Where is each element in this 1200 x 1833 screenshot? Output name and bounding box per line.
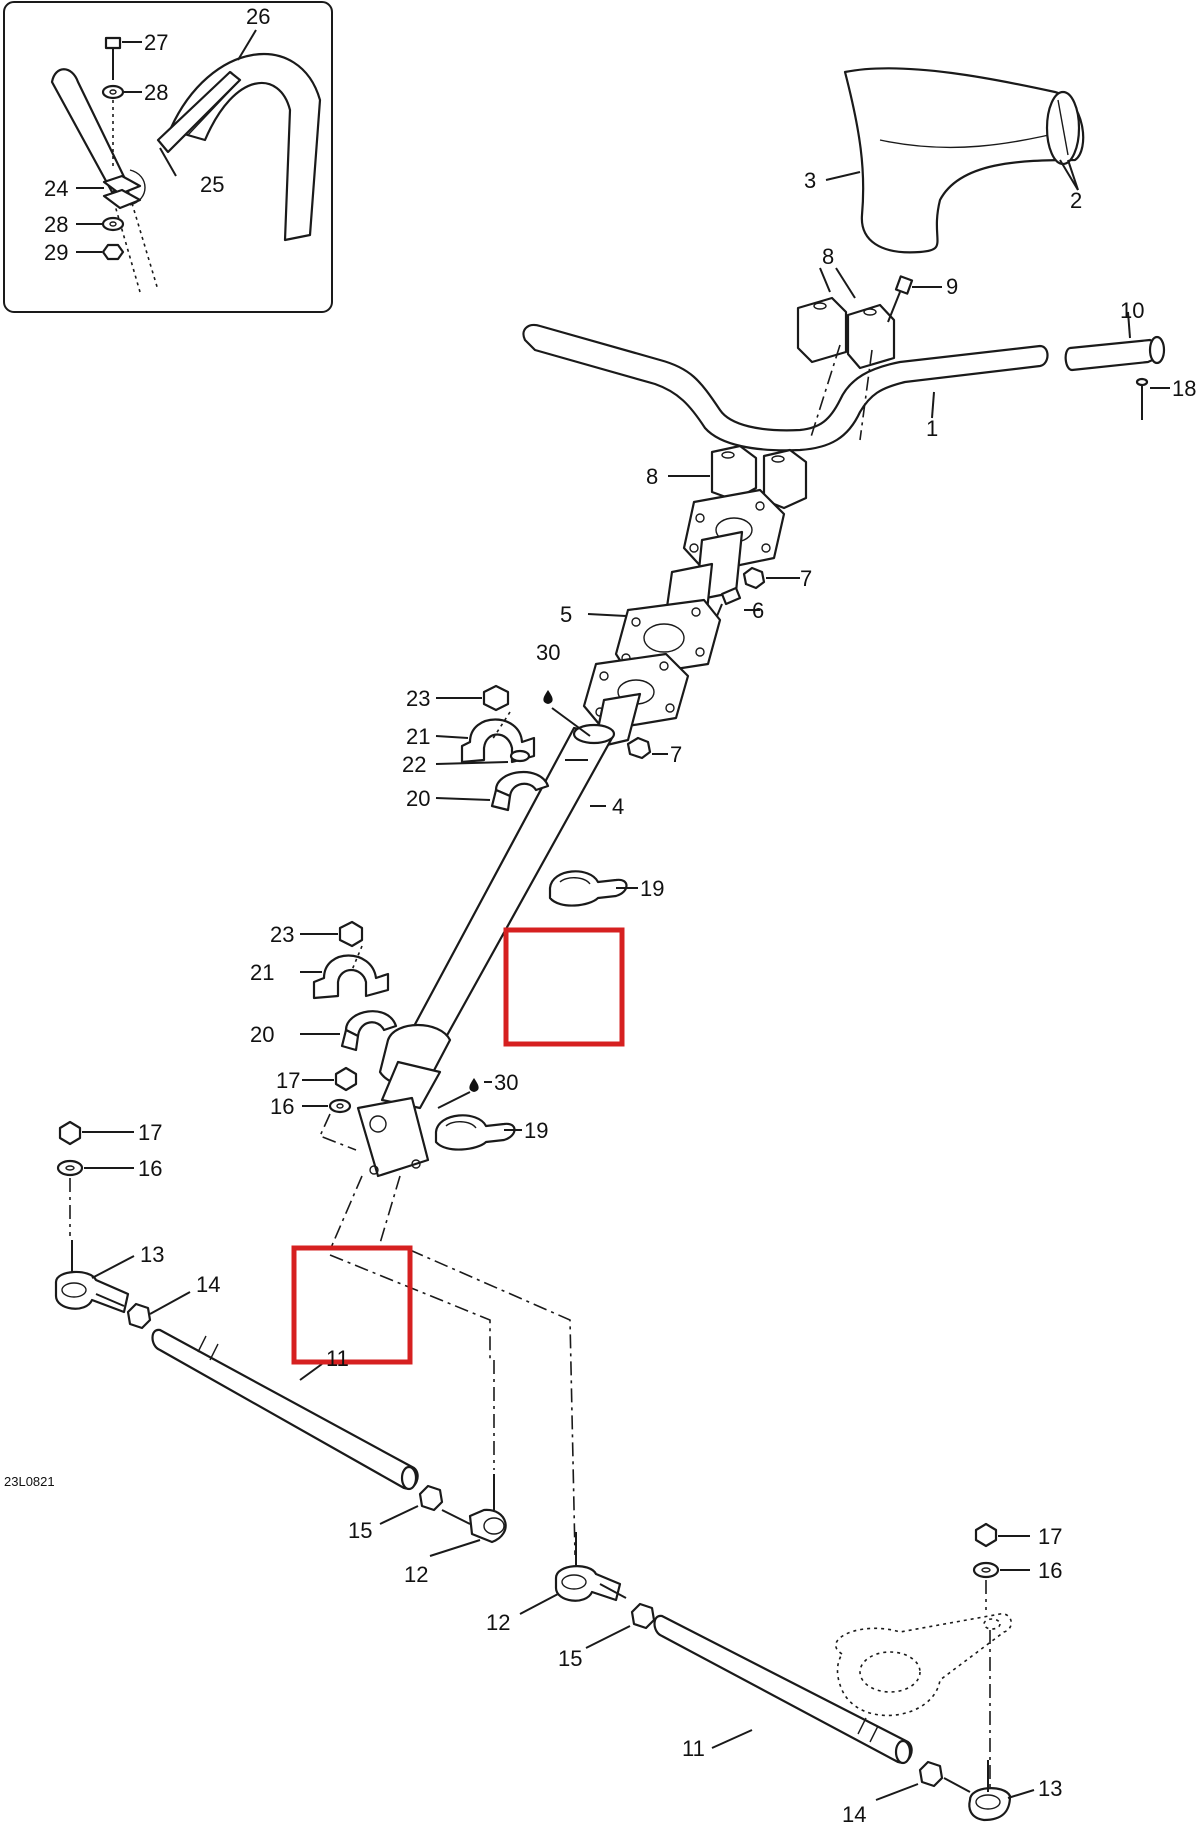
tie-rod-left — [54, 1120, 507, 1557]
callout-16: 16 — [1038, 1558, 1062, 1583]
steering-column — [329, 488, 800, 1556]
callout-26: 26 — [246, 4, 270, 29]
callout-16: 16 — [138, 1156, 162, 1181]
bushing-set-upper — [435, 684, 638, 907]
callout-19: 19 — [640, 876, 664, 901]
callout-8: 8 — [646, 464, 658, 489]
callout-9: 9 — [946, 274, 958, 299]
callout-25: 25 — [200, 172, 224, 197]
callout-30: 30 — [494, 1070, 518, 1095]
callout-16: 16 — [270, 1094, 294, 1119]
callout-17: 17 — [138, 1120, 162, 1145]
callout-21: 21 — [250, 960, 274, 985]
diagram-code: 23L0821 — [4, 1474, 55, 1489]
hand-grip — [1064, 338, 1165, 372]
bushing-set-lower — [300, 920, 522, 1151]
upper-clamp — [796, 267, 896, 370]
callout-14: 14 — [196, 1272, 220, 1297]
callout-18: 18 — [1172, 376, 1196, 401]
callout-3: 3 — [804, 168, 816, 193]
callout-12: 12 — [404, 1562, 428, 1587]
inset-detail — [3, 1, 333, 313]
callout-12: 12 — [486, 1610, 510, 1635]
callout-10: 10 — [1120, 298, 1144, 323]
callout-24: 24 — [44, 176, 68, 201]
handlebar-pad — [843, 67, 1085, 254]
callout-13: 13 — [1038, 1776, 1062, 1801]
callout-6: 6 — [752, 598, 764, 623]
callout-2: 2 — [1070, 188, 1082, 213]
callout-23: 23 — [406, 686, 430, 711]
callout-17: 17 — [1038, 1524, 1062, 1549]
clamp-bolt — [887, 275, 942, 323]
callout-labels: 27 28 24 28 29 25 26 3 2 8 9 10 18 1 8 7… — [4, 4, 1196, 1827]
callout-13: 13 — [140, 1242, 164, 1267]
foam-pad — [156, 70, 242, 154]
callout-4: 4 — [612, 794, 624, 819]
tie-rod-right — [519, 1522, 1035, 1822]
callout-7: 7 — [800, 566, 812, 591]
callout-21: 21 — [406, 724, 430, 749]
handlebar — [522, 323, 1049, 452]
callout-28: 28 — [44, 212, 68, 237]
lower-clamp — [668, 444, 808, 510]
callout-20: 20 — [406, 786, 430, 811]
clamp — [102, 174, 142, 196]
callout-22: 22 — [402, 752, 426, 777]
callout-28: 28 — [144, 80, 168, 105]
nut — [101, 243, 125, 261]
callout-27: 27 — [144, 30, 168, 55]
rivet — [1135, 377, 1170, 420]
callout-15: 15 — [558, 1646, 582, 1671]
callout-20: 20 — [250, 1022, 274, 1047]
callout-19: 19 — [524, 1118, 548, 1143]
callout-1: 1 — [926, 416, 938, 441]
handle-left — [50, 68, 130, 194]
highlight-box-lower — [291, 1245, 413, 1365]
callout-7: 7 — [670, 742, 682, 767]
callout-8: 8 — [822, 244, 834, 269]
washer — [101, 84, 125, 100]
callout-29: 29 — [44, 240, 68, 265]
callout-30: 30 — [536, 640, 560, 665]
callout-11: 11 — [682, 1736, 705, 1761]
callout-5: 5 — [560, 602, 572, 627]
callout-17: 17 — [276, 1068, 300, 1093]
callout-11: 11 — [326, 1346, 349, 1371]
callout-14: 14 — [842, 1802, 866, 1827]
callout-15: 15 — [348, 1518, 372, 1543]
callout-23: 23 — [270, 922, 294, 947]
highlight-box-upper — [503, 927, 625, 1047]
